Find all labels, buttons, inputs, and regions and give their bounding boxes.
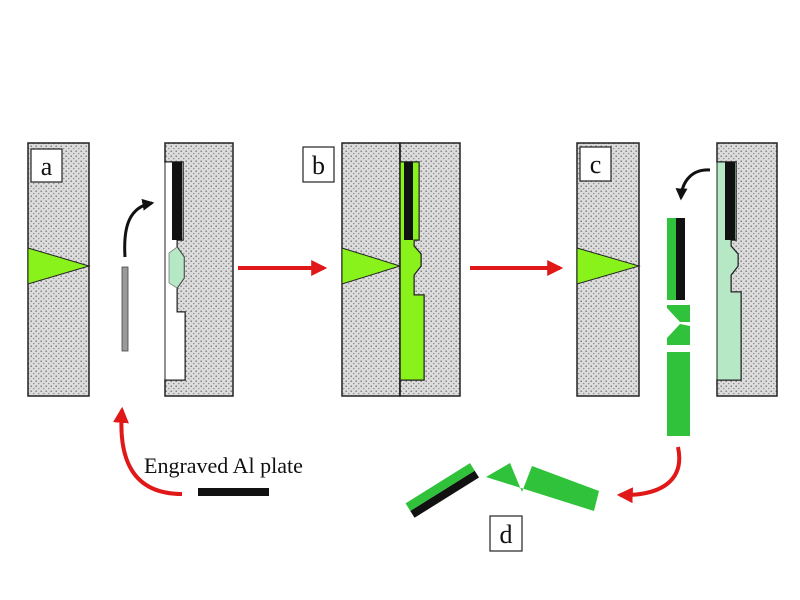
sprue-cone-a	[27, 247, 91, 285]
sprue-cone-c	[576, 247, 641, 285]
separated-plate-piece	[405, 463, 479, 518]
engraved-plate-in-mold-a	[172, 162, 182, 240]
panel-b: b	[302, 142, 461, 397]
panel-c: c	[576, 142, 778, 436]
panel-a: a	[27, 142, 234, 397]
return-arrow	[113, 406, 183, 496]
ejected-part-notch	[667, 305, 690, 345]
engraved-al-plate	[198, 488, 269, 496]
residual-plate-mark-c	[725, 162, 735, 240]
molded-part-d	[486, 463, 599, 511]
panel-label-box-d	[489, 515, 523, 552]
eject-arrow	[675, 168, 711, 201]
insert-arrow	[123, 198, 155, 258]
panel-label-box-a	[30, 148, 63, 183]
ejected-part-lower	[667, 352, 690, 436]
panel-d: d	[405, 463, 599, 552]
engraved-plate-in-mold-b	[404, 162, 413, 240]
panel-label-b: b	[312, 151, 325, 180]
panel-label-c: c	[590, 150, 602, 179]
recycle-loop: Engraved Al plate	[113, 406, 303, 496]
ejected-part-black-layer	[676, 218, 685, 300]
engraving-pattern-a	[168, 246, 185, 289]
panel-label-d: d	[500, 520, 513, 549]
al-plate-insert	[121, 266, 129, 352]
step-arrow-c-to-d	[616, 446, 682, 504]
panel-label-a: a	[41, 152, 53, 181]
panel-label-box-b	[302, 146, 335, 183]
panel-label-box-c	[579, 146, 612, 182]
engraved-al-plate-label: Engraved Al plate	[144, 453, 303, 478]
sprue-cone-b	[341, 247, 402, 285]
